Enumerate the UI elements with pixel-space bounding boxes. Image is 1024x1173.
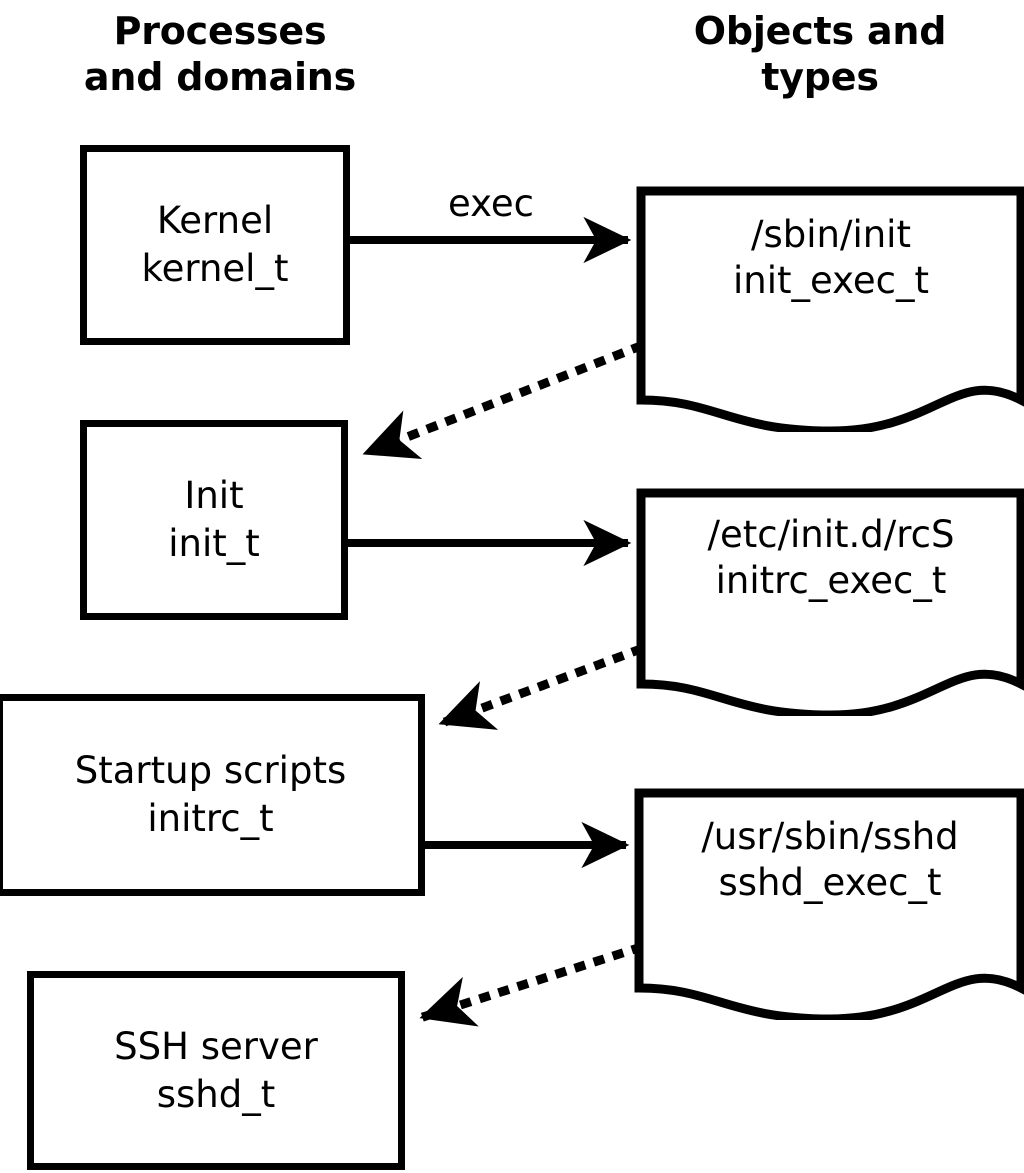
document-shape-icon: [634, 788, 1024, 1020]
process-box-ssh-server-type: sshd_t: [156, 1072, 276, 1116]
process-box-init-type: init_t: [168, 522, 260, 565]
process-box-kernel-type: kernel_t: [141, 247, 289, 290]
process-box-ssh-server-name: SSH server: [114, 1024, 318, 1068]
process-box-ssh-server[interactable]: SSH server sshd_t: [27, 971, 405, 1170]
column-heading-objects: Objects and types: [693, 9, 947, 99]
edge-label-exec: exec: [444, 184, 538, 224]
object-shape-sshd-exec[interactable]: /usr/sbin/sshd sshd_exec_t: [634, 788, 1024, 1020]
process-box-startup-scripts[interactable]: Startup scripts initrc_t: [0, 694, 425, 896]
object-shape-init-exec[interactable]: /sbin/init init_exec_t: [636, 186, 1024, 432]
column-heading-processes: Processes and domains: [83, 9, 357, 99]
edge-initexec-transition: [360, 341, 644, 460]
process-box-startup-scripts-type: initrc_t: [147, 797, 274, 840]
process-box-kernel[interactable]: Kernel kernel_t: [80, 145, 350, 345]
edge-initrcexec-transition: [436, 644, 644, 730]
document-shape-icon: [636, 186, 1024, 432]
object-shape-initrc-exec[interactable]: /etc/init.d/rcS initrc_exec_t: [636, 488, 1024, 716]
process-box-init[interactable]: Init init_t: [80, 420, 348, 620]
edge-sshdexec-transition: [417, 942, 644, 1027]
process-box-startup-scripts-name: Startup scripts: [74, 749, 347, 792]
process-box-init-name: Init: [184, 474, 244, 517]
process-box-kernel-name: Kernel: [156, 199, 274, 242]
document-shape-icon: [636, 488, 1024, 716]
